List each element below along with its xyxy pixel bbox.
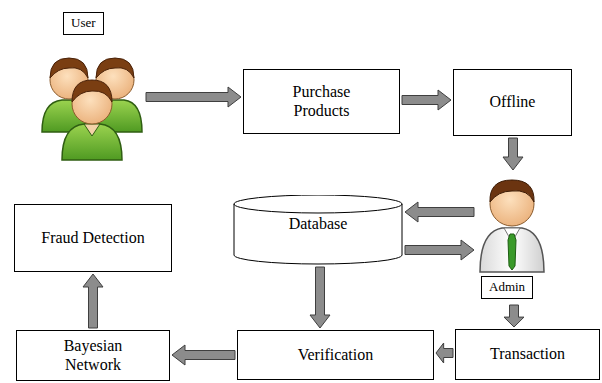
- user-node: User: [38, 10, 144, 162]
- block-arrow: [405, 202, 474, 222]
- block-arrow: [402, 90, 451, 110]
- process-box: Purchase Products: [243, 69, 400, 134]
- block-arrow: [504, 305, 524, 327]
- process-box: Fraud Detection: [14, 204, 172, 272]
- node-label: Offline: [490, 93, 536, 111]
- cylinder-rim: [234, 204, 402, 213]
- node-label: Bayesian Network: [43, 337, 143, 374]
- database-cylinder: Database: [233, 195, 403, 265]
- cylinder-body: [234, 195, 402, 264]
- node-label: Database: [289, 195, 348, 233]
- node-label: Transaction: [490, 345, 565, 363]
- block-arrow: [172, 345, 235, 365]
- process-box: Offline: [453, 69, 572, 136]
- admin-node: Admin: [476, 172, 548, 303]
- node-label: Purchase Products: [276, 83, 368, 120]
- process-box: Transaction: [455, 329, 600, 380]
- actor-label: Admin: [481, 276, 533, 299]
- node-label: Fraud Detection: [41, 229, 145, 247]
- users-icon: [38, 50, 144, 162]
- block-arrow: [436, 343, 453, 363]
- block-arrow: [146, 87, 241, 107]
- node-label: Verification: [298, 346, 374, 364]
- block-arrow: [83, 274, 103, 328]
- actor-label: User: [63, 12, 104, 35]
- block-arrow: [310, 267, 330, 328]
- process-box: Bayesian Network: [16, 330, 170, 381]
- admin-icon: [476, 172, 548, 276]
- block-arrow: [503, 138, 523, 170]
- process-box: Verification: [237, 330, 434, 380]
- block-arrow: [405, 240, 474, 260]
